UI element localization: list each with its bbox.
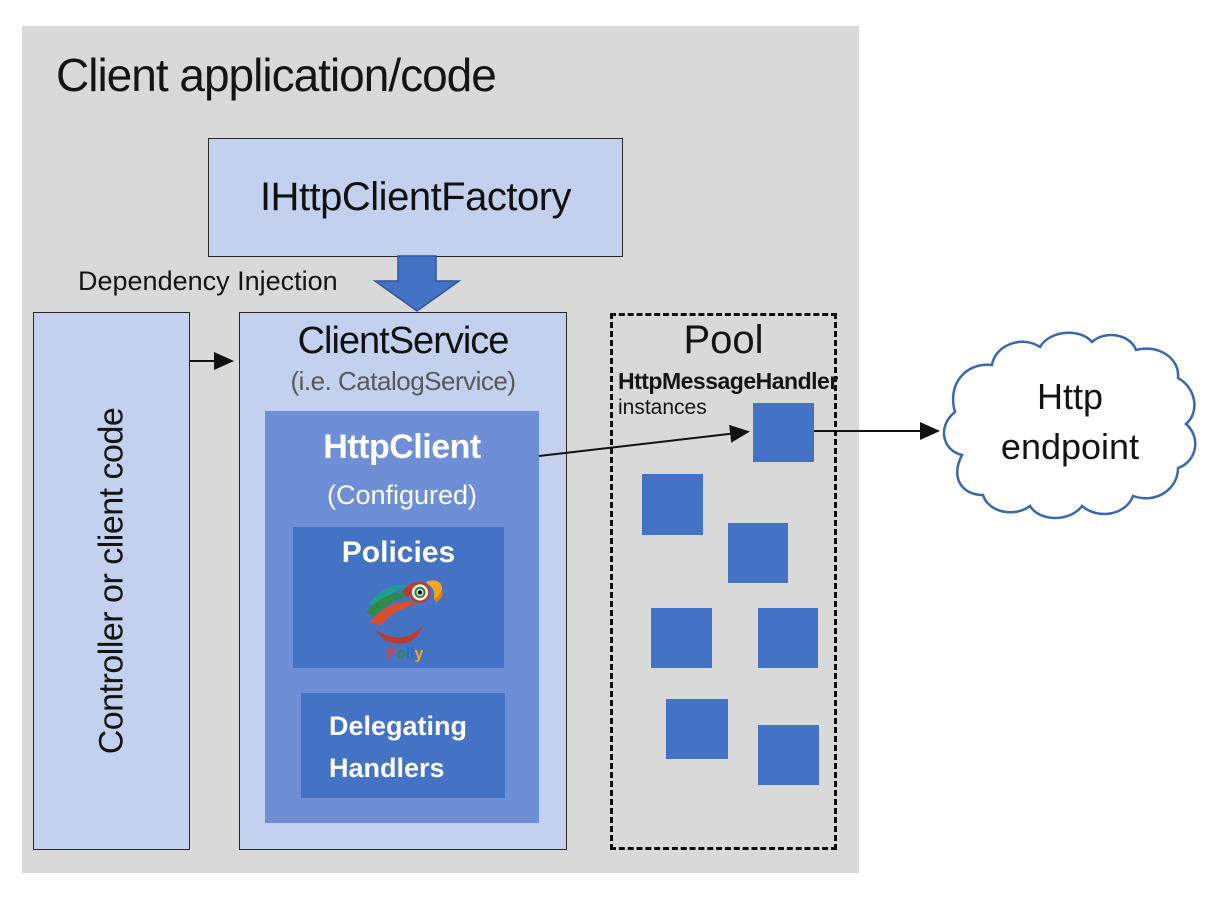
handler-instance-square xyxy=(753,403,814,462)
polly-wordmark: Polly xyxy=(386,646,424,663)
handler-instance-square xyxy=(758,608,818,668)
handler-instance-square xyxy=(728,523,788,583)
polly-head-swoosh xyxy=(402,582,423,598)
handler-instance-square xyxy=(666,699,728,759)
polly-body xyxy=(374,625,423,644)
handler-instance-square xyxy=(758,725,819,785)
policies-label: Policies xyxy=(341,536,456,569)
polly-wing-green xyxy=(365,592,416,617)
dependency-injection-label: Dependency Injection xyxy=(78,266,338,296)
pool-dashed-box xyxy=(610,313,837,850)
ihttpclientfactory-box: IHttpClientFactory xyxy=(208,138,623,257)
ihttpclientfactory-label: IHttpClientFactory xyxy=(259,175,572,219)
polly-parrot-logo-icon: Polly xyxy=(365,580,443,663)
polly-beak xyxy=(426,580,443,599)
pool-title: Pool xyxy=(683,318,764,362)
delegating-handlers-line2: Handlers xyxy=(329,753,445,783)
pool-instances-label: instances xyxy=(618,396,707,419)
cloud-outline xyxy=(942,331,1197,520)
delegating-handlers-box: Delegating Handlers xyxy=(301,693,505,798)
polly-wing-red xyxy=(369,601,420,626)
httpclient-subtitle: (Configured) xyxy=(326,480,478,510)
http-endpoint-line1: Http xyxy=(1036,376,1104,417)
delegating-handlers-line1: Delegating xyxy=(329,711,468,741)
client-application-title: Client application/code xyxy=(56,49,497,101)
controller-label: Controller or client code xyxy=(92,407,130,755)
clientservice-subtitle: (i.e. CatalogService) xyxy=(290,366,516,396)
handler-instance-square xyxy=(651,608,712,668)
handler-instance-square xyxy=(642,474,703,535)
http-endpoint-line2: endpoint xyxy=(1000,426,1140,467)
polly-pupil xyxy=(417,590,423,595)
polly-beak-lower xyxy=(433,588,443,603)
http-endpoint-label: Http endpoint xyxy=(975,372,1165,472)
pool-type-label: HttpMessageHandler xyxy=(618,368,838,394)
clientservice-title: ClientService xyxy=(297,320,510,362)
httpclient-title: HttpClient xyxy=(323,428,481,466)
http-endpoint-cloud xyxy=(942,331,1197,520)
controller-box: Controller or client code xyxy=(33,312,190,850)
